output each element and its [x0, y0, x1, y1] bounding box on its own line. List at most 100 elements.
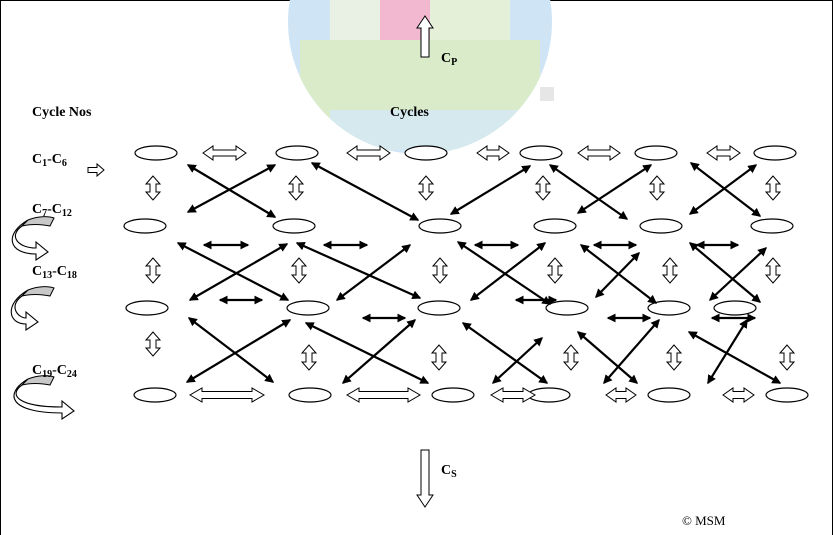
hollow-v-arrow-14: [300, 344, 318, 371]
row2-dash: -: [47, 202, 52, 217]
connector-arrow-3: [310, 162, 420, 221]
connector-arrow-14: [176, 242, 290, 301]
cycle-node-r2-3: [418, 218, 462, 234]
row2-a-sub: 7: [42, 208, 48, 219]
hollow-v-arrow-3: [417, 175, 435, 201]
hollow-v-arrow-2: [287, 175, 305, 201]
hollow-v-arrow-5: [648, 175, 666, 201]
row3-a-sub: 13: [42, 270, 53, 281]
cycle-node-r3-5: [647, 300, 691, 316]
cycle-nos-label: Cycle Nos: [32, 105, 92, 120]
cs-label: CS: [441, 464, 457, 480]
row4-a-sub: 19: [42, 369, 53, 380]
cs-main: C: [441, 463, 452, 478]
connector-arrow-34: [492, 337, 543, 384]
cycle-node-r4-1: [133, 387, 177, 403]
connector-arrow-22: [688, 242, 762, 303]
row3-b-sub: 18: [66, 270, 77, 281]
connector-arrow-5: [548, 164, 629, 220]
connector-arrow-2: [186, 164, 277, 218]
copyright-label: © MSM: [682, 513, 726, 528]
cycle-node-r3-4: [545, 300, 589, 316]
hollow-h-arrow-r4-3: [490, 387, 536, 403]
cycle-node-r3-3: [417, 300, 461, 316]
hollow-h-arrow-r4-4: [605, 387, 637, 403]
row3-b: C: [56, 264, 67, 279]
row4-b-sub: 24: [66, 369, 77, 380]
connector-arrow-23: [709, 247, 767, 301]
cycle-node-r3-6: [713, 300, 757, 316]
hollow-v-arrow-9: [431, 257, 449, 284]
connector-arrow-8: [688, 164, 758, 215]
cycle-node-r4-5: [647, 387, 691, 403]
row1-b-sub: 6: [61, 158, 67, 169]
cycle-node-r3-2: [286, 300, 330, 316]
cp-output-arrow: [416, 15, 434, 58]
hollow-v-arrow-1: [144, 175, 162, 201]
cycle-node-r1-2: [275, 145, 319, 161]
hollow-h-arrow-r1-1: [202, 145, 247, 161]
cycle-node-r3-1: [125, 300, 169, 316]
hollow-h-arrow-r1-2: [346, 145, 391, 161]
hollow-v-arrow-6: [764, 175, 782, 201]
connector-arrow-33: [461, 322, 549, 384]
hollow-v-arrow-8: [290, 257, 308, 284]
row3-dash: -: [52, 264, 57, 279]
hollow-h-arrow-r4-5: [722, 387, 755, 403]
cycle-node-r2-2: [272, 218, 316, 234]
row-label-3: C13-C18: [32, 265, 77, 281]
row-label-1: C1-C6: [32, 153, 67, 169]
cycle-node-r1-6: [753, 145, 797, 161]
hollow-v-arrow-10: [546, 257, 564, 284]
row2-b-sub: 12: [61, 208, 72, 219]
curved-arrow-c19-c24: [13, 378, 75, 421]
hollow-v-arrow-15: [430, 344, 448, 371]
row1-dash: -: [47, 152, 52, 167]
row2-b: C: [51, 202, 62, 217]
cycle-node-r4-6: [765, 387, 809, 403]
hollow-h-arrow-r1-5: [706, 145, 741, 161]
cp-sub: P: [451, 57, 458, 68]
connector-arrow-15: [188, 243, 289, 301]
row-label-2: C7-C12: [32, 203, 72, 219]
hollow-v-arrow-16: [562, 344, 580, 371]
cycle-node-r2-6: [750, 218, 794, 234]
row1-a: C: [32, 152, 43, 167]
cycle-node-r1-3: [404, 145, 448, 161]
connector-arrow-38: [707, 318, 748, 385]
cycles-label: Cycles: [390, 105, 429, 120]
cp-main: C: [441, 51, 452, 66]
connector-arrow-30: [185, 319, 292, 383]
cycle-node-r1-4: [519, 145, 563, 161]
cycle-node-r2-4: [533, 218, 577, 234]
hollow-v-arrow-18: [778, 344, 796, 371]
hollow-v-arrow-4: [534, 175, 552, 201]
hollow-v-arrow-17: [665, 344, 683, 371]
curved-arrow-c7-c12-top: [20, 216, 55, 227]
row4-a: C: [32, 363, 43, 378]
connector-arrow-36: [603, 318, 660, 385]
connector-arrow-21: [595, 252, 640, 298]
connector-arrow-35: [576, 331, 639, 384]
row1-a-sub: 1: [42, 158, 48, 169]
hollow-h-arrow-r4-1: [189, 387, 265, 403]
cycle-node-r1-5: [634, 145, 678, 161]
row2-a: C: [32, 202, 43, 217]
cs-sub: S: [451, 469, 457, 480]
curved-arrow-c7-c12: [11, 219, 49, 262]
hollow-v-arrow-7: [144, 257, 162, 284]
cycle-node-r4-3: [431, 387, 475, 403]
hollow-h-arrow-r1-4: [577, 145, 621, 161]
connector-arrow-4: [449, 165, 532, 215]
row-label-4: C19-C24: [32, 364, 77, 380]
row1-b: C: [51, 152, 62, 167]
connector-arrow-6: [576, 164, 653, 214]
cp-label: CP: [441, 52, 457, 68]
row3-a: C: [32, 264, 43, 279]
hollow-v-arrow-12: [764, 257, 782, 284]
hollow-right-arrow-c1: [87, 162, 105, 178]
hollow-v-arrow-11: [661, 257, 679, 284]
hollow-h-arrow-r1-3: [476, 145, 510, 161]
